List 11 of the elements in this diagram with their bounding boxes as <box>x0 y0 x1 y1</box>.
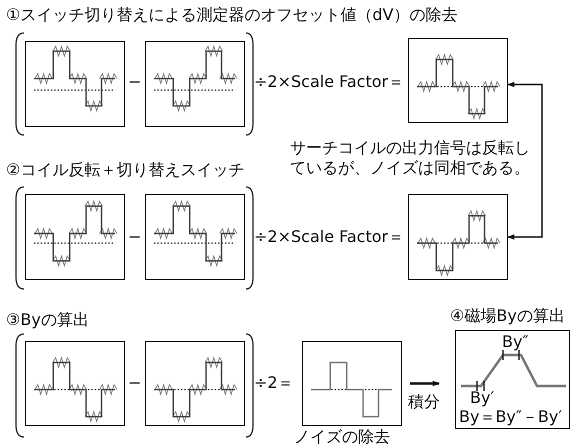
graph-label: By＝By″－By′ <box>459 407 562 427</box>
graph-label: By′ <box>470 388 494 408</box>
graph-label: By″ <box>502 332 528 352</box>
arrow <box>507 82 543 240</box>
section-heading: ③Byの算出 <box>6 310 89 330</box>
edge-label: 積分 <box>408 392 440 412</box>
section-heading: ④磁場Byの算出 <box>450 306 565 326</box>
node-label: ノイズの除去 <box>294 427 390 447</box>
arrow <box>410 380 440 386</box>
section-heading: ②コイル反転＋切り替えスイッチ <box>6 160 244 180</box>
section-heading: ①スイッチ切り替えによる測定器のオフセット値（dV）の除去 <box>6 5 458 25</box>
